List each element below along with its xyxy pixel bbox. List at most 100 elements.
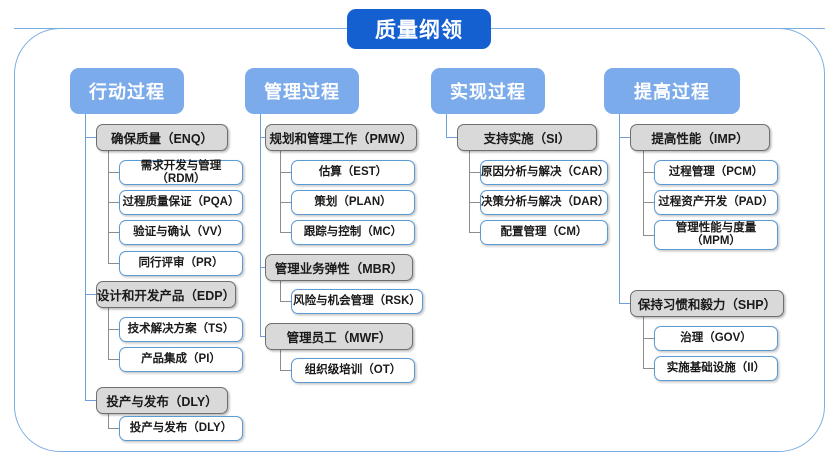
connector-stub [643,172,655,174]
leaf-label: 风险与机会管理（RSK） [293,295,421,307]
column-spine-1 [85,114,87,400]
group-box-mbr[interactable]: 管理业务弹性（MBR） [265,254,413,281]
column-header-label: 实现过程 [450,82,526,102]
group-box-imp[interactable]: 提高性能（IMP） [630,124,770,151]
leaf-box-est[interactable]: 估算（EST） [291,160,415,185]
diagram-title-label: 质量纲领 [375,19,463,42]
group-label: 管理业务弹性（MBR） [274,262,404,276]
group-label: 保持习惯和毅力（SHP） [637,298,777,312]
leaf-box-gov[interactable]: 治理（GOV） [654,326,778,351]
leaf-box-rsk[interactable]: 风险与机会管理（RSK） [291,289,423,314]
column-header-realization-process[interactable]: 实现过程 [431,68,545,114]
group-spine-shp [643,317,645,369]
leaf-label: 同行评审（PR） [138,257,224,269]
leaf-label: 验证与确认（VV） [133,226,229,238]
group-spine-pmw [280,151,282,233]
leaf-label: 过程管理（PCM） [668,166,764,178]
leaf-box-car[interactable]: 原因分析与解决（CAR） [480,160,610,185]
title-rail-left [14,28,347,30]
connector-stub [280,301,292,303]
leaf-label: 决策分析与解决（DAR） [481,196,610,208]
connector-stub [260,267,266,269]
group-spine-dly [108,414,110,429]
leaf-box-cm[interactable]: 配置管理（CM） [480,220,608,245]
leaf-box-vv[interactable]: 验证与确认（VV） [119,220,243,245]
connector-stub [85,137,97,139]
connector-stub [280,172,292,174]
connector-stub [85,400,97,402]
connector-stub [108,172,120,174]
column-header-action-process[interactable]: 行动过程 [70,68,184,114]
group-spine-si [469,151,471,233]
title-rail-right [491,28,825,30]
group-spine-imp [643,151,645,236]
leaf-label: 组织级培训（OT） [304,364,402,376]
leaf-label: 需求开发与管理（RDM） [140,159,222,185]
leaf-box-pad[interactable]: 过程资产开发（PAD） [654,190,778,215]
connector-stub [643,368,655,370]
leaf-label: 实施基础设施（II） [666,362,766,374]
connector-stub [619,303,631,305]
leaf-label: 投产与发布（DLY） [129,422,233,434]
connector-stub [108,202,120,204]
leaf-label: 技术解决方案（TS） [127,323,235,335]
leaf-label: 原因分析与解决（CAR） [481,166,610,178]
diagram-title: 质量纲领 [347,9,491,49]
leaf-box-mc[interactable]: 跟踪与控制（MC） [291,220,415,245]
connector-stub [108,263,120,265]
leaf-label: 策划（PLAN） [314,196,392,208]
group-box-dly[interactable]: 投产与发布（DLY） [96,387,228,414]
column-spine-4 [619,114,621,303]
connector-stub [280,232,292,234]
group-spine-mbr [280,281,282,302]
leaf-box-pi[interactable]: 产品集成（PI） [119,347,243,372]
leaf-label: 过程资产开发（PAD） [658,196,774,208]
leaf-label: 配置管理（CM） [500,226,588,238]
connector-stub [108,329,120,331]
connector-stub [108,359,120,361]
group-box-si[interactable]: 支持实施（SI） [457,124,597,151]
connector-stub [469,232,481,234]
leaf-label: 过程质量保证（PQA） [122,196,240,208]
column-header-label: 行动过程 [89,82,165,102]
leaf-label: 产品集成（PI） [141,353,221,365]
connector-stub [446,137,458,139]
leaf-box-rdm[interactable]: 需求开发与管理（RDM） [119,160,243,185]
group-box-pmw[interactable]: 规划和管理工作（PMW） [265,124,417,151]
group-label: 规划和管理工作（PMW） [269,132,413,146]
group-label: 管理员工（MWF） [286,331,392,345]
leaf-label: 估算（EST） [318,166,388,178]
leaf-box-plan[interactable]: 策划（PLAN） [291,190,415,215]
leaf-box-dar[interactable]: 决策分析与解决（DAR） [480,190,610,215]
column-header-improvement-process[interactable]: 提高过程 [604,68,740,114]
group-box-enq[interactable]: 确保质量（ENQ） [96,124,228,151]
connector-stub [108,232,120,234]
leaf-box-pcm[interactable]: 过程管理（PCM） [654,160,778,185]
column-header-label: 提高过程 [634,82,710,102]
connector-stub [280,202,292,204]
connector-stub [85,294,97,296]
leaf-box-pr[interactable]: 同行评审（PR） [119,251,243,276]
connector-stub [280,370,292,372]
connector-stub [469,202,481,204]
connector-stub [643,202,655,204]
group-label: 支持实施（SI） [483,132,571,146]
leaf-box-pqa[interactable]: 过程质量保证（PQA） [119,190,243,215]
group-box-shp[interactable]: 保持习惯和毅力（SHP） [630,290,784,317]
leaf-box-ii[interactable]: 实施基础设施（II） [654,356,778,381]
connector-stub [260,336,266,338]
leaf-box-mpm[interactable]: 管理性能与度量 （MPM） [654,220,778,250]
group-label: 设计和开发产品（EDP） [96,289,236,303]
column-header-label: 管理过程 [264,82,340,102]
leaf-box-dly-item[interactable]: 投产与发布（DLY） [119,416,243,441]
leaf-label: 跟踪与控制（MC） [303,226,403,238]
column-header-management-process[interactable]: 管理过程 [245,68,359,114]
group-spine-edp [108,308,110,360]
group-spine-enq [108,151,110,264]
leaf-box-ot[interactable]: 组织级培训（OT） [291,358,415,383]
leaf-box-ts[interactable]: 技术解决方案（TS） [119,317,243,342]
group-box-mwf[interactable]: 管理员工（MWF） [265,323,413,350]
connector-stub [619,137,631,139]
group-box-edp[interactable]: 设计和开发产品（EDP） [96,281,236,308]
